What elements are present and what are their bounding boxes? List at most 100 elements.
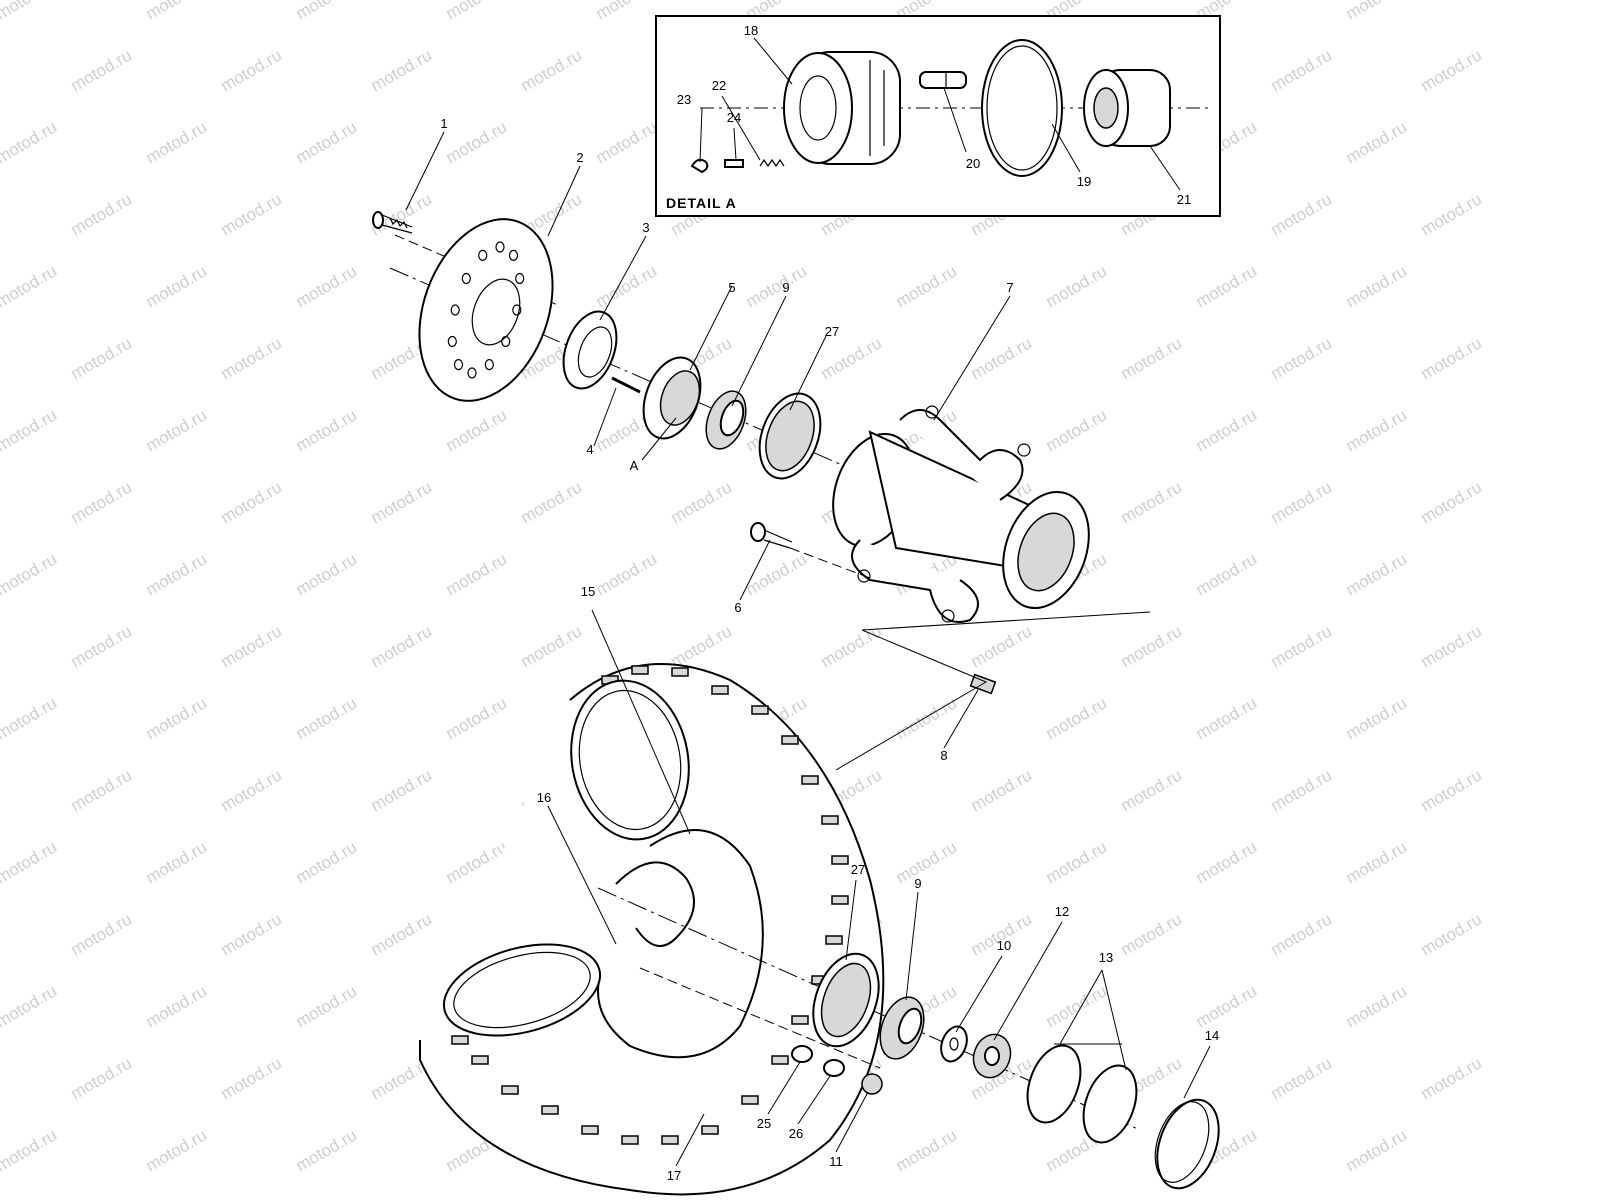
watermark-text: motod.ru (1343, 261, 1411, 311)
watermark-text: motod.ru (368, 765, 436, 815)
tire-tread-block (791, 1015, 809, 1025)
watermark-text: motod.ru (1193, 549, 1261, 599)
part-27-race-lower (812, 952, 880, 1048)
part-5-clutch-assembly (642, 356, 702, 440)
watermark-text: motod.ru (1343, 1125, 1411, 1175)
watermark-text: motod.ru (0, 693, 60, 743)
disc-hole (501, 335, 511, 348)
watermark-text: motod.ru (1268, 765, 1336, 815)
watermark-text: motod.ru (1418, 477, 1486, 527)
watermark-text: motod.ru (0, 549, 60, 599)
watermark-text: motod.ru (1268, 477, 1336, 527)
watermark-text: motod.ru (1118, 477, 1186, 527)
watermark-text: motod.ru (293, 837, 361, 887)
callout-18: 18 (744, 23, 758, 38)
watermark-text: motod.ru (1418, 765, 1486, 815)
watermark-text: motod.ru (1343, 837, 1411, 887)
watermark-text: motod.ru (1193, 405, 1261, 455)
watermark-text: motod.ru (1343, 0, 1411, 23)
part-15-inner-ring (570, 679, 690, 841)
disc-hole (478, 249, 488, 261)
watermark-text: motod.ru (1268, 909, 1336, 959)
watermark-text: motod.ru (443, 117, 511, 167)
watermark-text: motod.ru (293, 549, 361, 599)
part-11-nut (861, 1073, 883, 1095)
watermark-text: motod.ru (893, 837, 961, 887)
watermark-text: motod.ru (518, 621, 586, 671)
watermark-text: motod.ru (518, 45, 586, 95)
watermark-text: motod.ru (293, 117, 361, 167)
watermark-text: motod.ru (218, 765, 286, 815)
callout-16: 16 (537, 790, 551, 805)
part-10-washer (940, 1025, 968, 1063)
watermark-text: motod.ru (1418, 45, 1486, 95)
part-23-clip (690, 158, 709, 174)
watermark-text: motod.ru (1043, 405, 1111, 455)
part-3-seal (562, 310, 618, 390)
watermark-text: motod.ru (0, 0, 60, 23)
watermark-text: motod.ru (443, 0, 511, 23)
watermark-text: motod.ru (368, 909, 436, 959)
watermark-text: motod.ru (143, 1125, 211, 1175)
watermark-text: motod.ru (143, 405, 211, 455)
part-20-pin (919, 71, 967, 89)
leader-lines (405, 131, 1211, 1167)
watermark-text: motod.ru (1268, 621, 1336, 671)
watermark-text: motod.ru (293, 693, 361, 743)
watermark-text: motod.ru (893, 1125, 961, 1175)
tire-tread-block (831, 855, 849, 865)
disc-hole (450, 304, 460, 316)
tire-tread-block (581, 1125, 599, 1135)
watermark-text: motod.ru (293, 405, 361, 455)
watermark-text: motod.ru (1418, 1053, 1486, 1103)
watermark-text: motod.ru (968, 621, 1036, 671)
callout-2: 2 (576, 150, 583, 165)
watermark-text: motod.ru (1118, 621, 1186, 671)
watermark-text: motod.ru (0, 261, 60, 311)
callout-17: 17 (667, 1168, 681, 1183)
part-7-wheel-hub (832, 405, 1090, 623)
watermark-text: motod.ru (1118, 909, 1186, 959)
detail-a-box: DETAIL A (655, 15, 1221, 217)
disc-hole (508, 249, 519, 261)
watermark-text: motod.ru (1193, 837, 1261, 887)
watermark-text: motod.ru (218, 1053, 286, 1103)
watermark-text: motod.ru (1343, 549, 1411, 599)
callout-27-upper: 27 (825, 324, 839, 339)
tire-tread-block (661, 1135, 679, 1145)
watermark-text: motod.ru (0, 1125, 60, 1175)
watermark-text: motod.ru (1268, 1053, 1336, 1103)
watermark-text: motod.ru (368, 45, 436, 95)
watermark-text: motod.ru (143, 981, 211, 1031)
part-27-race-upper (758, 392, 822, 480)
callout-a: A (630, 458, 639, 473)
watermark-text: motod.ru (1418, 621, 1486, 671)
watermark-text: motod.ru (143, 549, 211, 599)
watermark-text: motod.ru (143, 0, 211, 23)
watermark-text: motod.ru (68, 333, 136, 383)
watermark-text: motod.ru (68, 477, 136, 527)
watermark-text: motod.ru (218, 189, 286, 239)
tire-tread-block (711, 685, 729, 695)
tire-tread-block (825, 935, 843, 945)
watermark-text: motod.ru (0, 837, 60, 887)
part-4-pin (611, 376, 641, 394)
disc-hole (447, 335, 457, 348)
watermark-text: motod.ru (68, 45, 136, 95)
watermark-text: motod.ru (443, 549, 511, 599)
tire-tread-block (541, 1105, 559, 1115)
disc-hole (461, 272, 471, 285)
watermark-text: motod.ru (1118, 765, 1186, 815)
callout-14: 14 (1205, 1028, 1219, 1043)
watermark-text: motod.ru (1343, 693, 1411, 743)
callout-20: 20 (966, 156, 980, 171)
watermark-text: motod.ru (368, 621, 436, 671)
part-6-bolt (750, 522, 793, 549)
watermark-text: motod.ru (0, 981, 60, 1031)
callout-15: 15 (581, 584, 595, 599)
tire-tread-block (741, 1095, 759, 1105)
watermark-text: motod.ru (968, 333, 1036, 383)
callout-5: 5 (728, 280, 735, 295)
watermark-text: motod.ru (218, 477, 286, 527)
tire-tread-block (501, 1085, 519, 1095)
